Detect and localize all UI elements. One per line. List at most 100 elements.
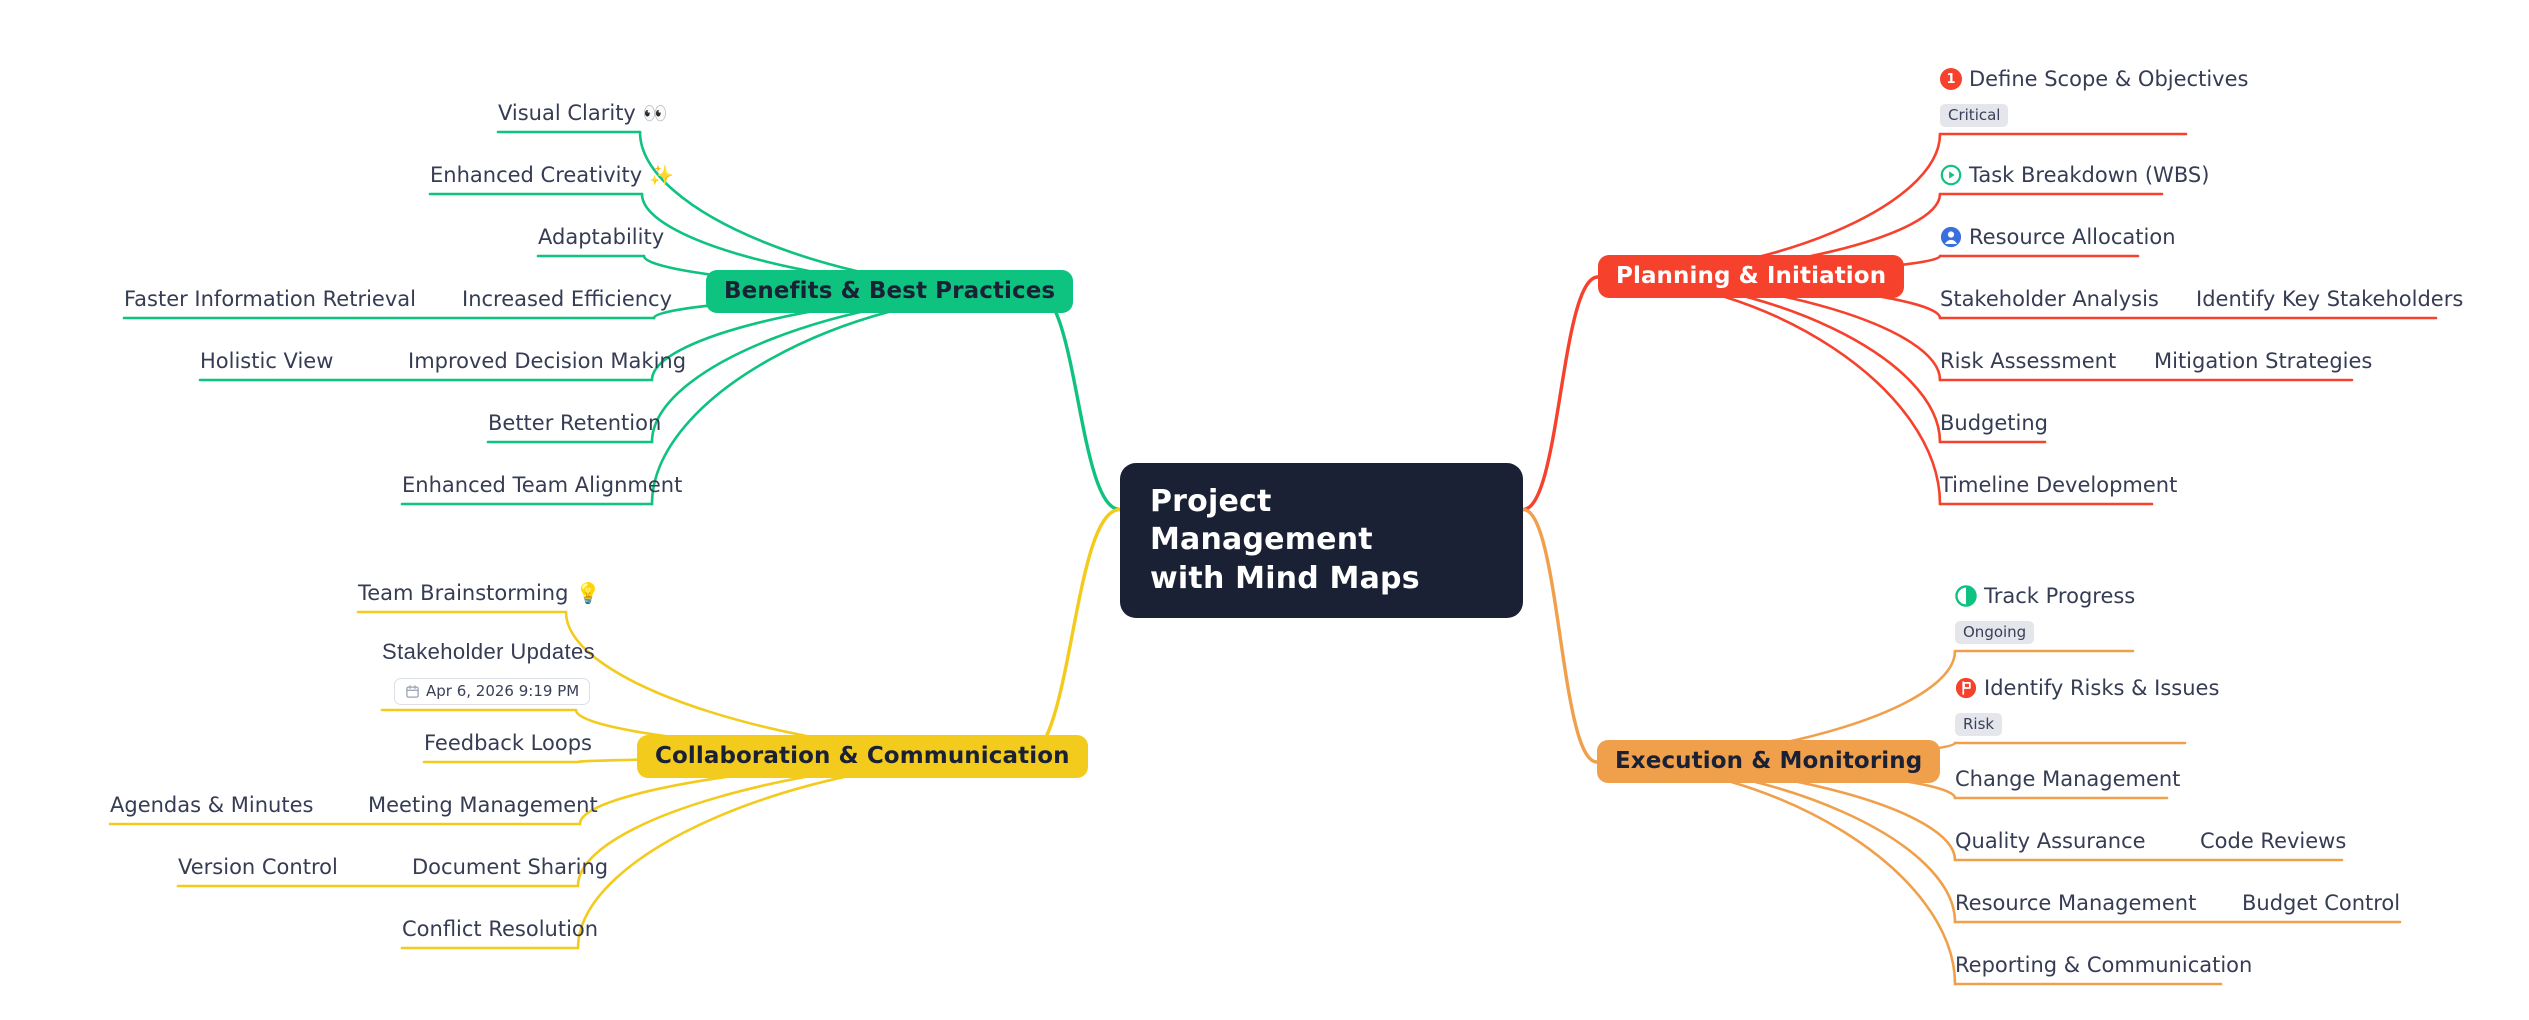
child-label: Visual Clarity	[498, 101, 636, 125]
grandchild-node-execution-3[interactable]: Code Reviews	[2200, 828, 2346, 854]
child-node-benefits-2[interactable]: Adaptability	[538, 224, 664, 250]
grandchild-label: Agendas & Minutes	[110, 793, 314, 817]
branch-pill-benefits[interactable]: Benefits & Best Practices	[706, 270, 1074, 313]
child-emoji: ✨	[649, 163, 675, 188]
child-node-planning-2[interactable]: Resource Allocation	[1940, 224, 2176, 250]
child-node-planning-3[interactable]: Stakeholder Analysis	[1940, 286, 2159, 312]
child-label: Enhanced Creativity	[430, 163, 643, 187]
child-label: Better Retention	[488, 411, 662, 435]
child-label: Identify Risks & Issues	[1984, 676, 2220, 700]
grandchild-node-collaboration-4[interactable]: Version Control	[178, 854, 338, 880]
user-avatar-icon	[1940, 226, 1962, 248]
root-title-line1: Project Management	[1150, 484, 1373, 558]
child-label: Timeline Development	[1940, 473, 2178, 497]
child-node-planning-6[interactable]: Timeline Development	[1940, 472, 2177, 498]
branch-pill-execution[interactable]: Execution & Monitoring	[1597, 740, 1941, 783]
grandchild-node-execution-4[interactable]: Budget Control	[2242, 890, 2400, 916]
grandchild-label: Identify Key Stakeholders	[2196, 287, 2464, 311]
child-node-execution-5[interactable]: Reporting & Communication	[1955, 952, 2252, 978]
child-label: Reporting & Communication	[1955, 953, 2253, 977]
child-label: Enhanced Team Alignment	[402, 473, 683, 497]
grandchild-label: Version Control	[178, 855, 338, 879]
child-label: Change Management	[1955, 767, 2181, 791]
child-label: Task Breakdown (WBS)	[1969, 163, 2210, 187]
connector	[1596, 275, 1942, 444]
child-label: Resource Allocation	[1969, 225, 2176, 249]
child-label: Stakeholder Analysis	[1940, 287, 2159, 311]
grandchild-label: Holistic View	[200, 349, 334, 373]
child-label: Adaptability	[538, 225, 665, 249]
child-node-planning-5[interactable]: Budgeting	[1940, 410, 2048, 436]
grandchild-label: Budget Control	[2242, 891, 2401, 915]
grandchild-node-planning-3[interactable]: Identify Key Stakeholders	[2196, 286, 2463, 312]
child-node-execution-3[interactable]: Quality Assurance	[1955, 828, 2146, 854]
date-chip: Apr 6, 2026 9:19 PM	[394, 678, 591, 705]
flag-badge-icon	[1955, 677, 1977, 699]
number-one-badge: 1	[1940, 68, 1962, 91]
child-node-collaboration-4[interactable]: Document Sharing	[412, 854, 608, 880]
child-node-benefits-3[interactable]: Increased Efficiency	[462, 286, 672, 312]
child-node-planning-1[interactable]: Task Breakdown (WBS)	[1940, 162, 2209, 188]
child-label: Quality Assurance	[1955, 829, 2146, 853]
child-node-benefits-1[interactable]: Enhanced Creativity✨	[430, 162, 674, 188]
child-label: Improved Decision Making	[408, 349, 687, 373]
grandchild-node-planning-4[interactable]: Mitigation Strategies	[2154, 348, 2372, 374]
connector	[650, 290, 1038, 506]
child-node-benefits-5[interactable]: Better Retention	[488, 410, 661, 436]
grandchild-label: Mitigation Strategies	[2154, 349, 2373, 373]
grandchild-node-benefits-3[interactable]: Faster Information Retrieval	[124, 286, 416, 312]
child-node-execution-1[interactable]: Identify Risks & Issues	[1955, 675, 2219, 701]
child-label: Resource Management	[1955, 891, 2197, 915]
grandchild-node-collaboration-3[interactable]: Agendas & Minutes	[110, 792, 313, 818]
child-node-collaboration-2[interactable]: Feedback Loops	[424, 730, 592, 756]
child-node-collaboration-0[interactable]: Team Brainstorming💡	[358, 580, 600, 606]
branch-label: Execution & Monitoring	[1615, 748, 1923, 774]
child-node-execution-2[interactable]: Change Management	[1955, 766, 2180, 792]
connector	[650, 290, 1038, 444]
child-node-planning-0[interactable]: 1 Define Scope & Objectives	[1940, 66, 2248, 92]
branch-pill-planning[interactable]: Planning & Initiation	[1598, 255, 1905, 298]
child-label: Conflict Resolution	[402, 917, 599, 941]
grandchild-label: Code Reviews	[2200, 829, 2347, 853]
connector	[1023, 507, 1122, 759]
connector	[1521, 507, 1599, 764]
child-node-collaboration-5[interactable]: Conflict Resolution	[402, 916, 598, 942]
status-tag-execution-1: Risk	[1955, 713, 2003, 736]
child-node-collaboration-3[interactable]: Meeting Management	[368, 792, 598, 818]
child-label: Risk Assessment	[1940, 349, 2117, 373]
root-title-line2: with Mind Maps	[1150, 560, 1420, 596]
tag-label: Critical	[1940, 104, 2009, 127]
child-node-execution-0[interactable]: Track Progress	[1955, 583, 2135, 609]
play-circle-icon	[1940, 164, 1962, 186]
branch-label: Benefits & Best Practices	[724, 278, 1056, 304]
child-node-execution-4[interactable]: Resource Management	[1955, 890, 2196, 916]
child-label: Define Scope & Objectives	[1969, 67, 2249, 91]
connector	[1595, 760, 1957, 924]
child-node-benefits-6[interactable]: Enhanced Team Alignment	[402, 472, 682, 498]
child-node-benefits-4[interactable]: Improved Decision Making	[408, 348, 686, 374]
branch-pill-collaboration[interactable]: Collaboration & Communication	[637, 735, 1088, 778]
connector	[638, 130, 1038, 294]
child-node-collaboration-1[interactable]: Stakeholder Updates	[382, 638, 595, 666]
tag-label: Ongoing	[1955, 621, 2035, 644]
child-node-planning-4[interactable]: Risk Assessment	[1940, 348, 2116, 374]
branch-label: Collaboration & Communication	[655, 743, 1070, 769]
child-label: Document Sharing	[412, 855, 609, 879]
grandchild-node-benefits-4[interactable]: Holistic View	[200, 348, 333, 374]
connector	[1034, 290, 1122, 512]
child-node-benefits-0[interactable]: Visual Clarity👀	[498, 100, 668, 126]
child-label: Track Progress	[1984, 584, 2136, 608]
connector	[1596, 275, 1942, 506]
status-tag-planning-0: Critical	[1940, 104, 2009, 127]
child-label: Budgeting	[1940, 411, 2049, 435]
child-emoji: 👀	[642, 101, 668, 126]
connector	[1595, 760, 1957, 986]
connector	[576, 755, 1027, 950]
grandchild-label: Faster Information Retrieval	[124, 287, 416, 311]
child-label: Meeting Management	[368, 793, 598, 817]
branch-label: Planning & Initiation	[1616, 263, 1887, 289]
connector	[1521, 275, 1600, 512]
date-chip-collaboration-1: Apr 6, 2026 9:19 PM	[394, 678, 591, 705]
